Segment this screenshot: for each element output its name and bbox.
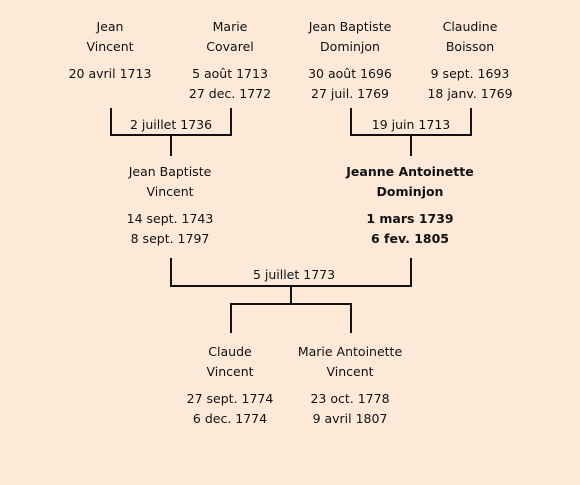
- birth-date: 27 sept. 1774: [186, 391, 274, 406]
- given-name: Jean Baptiste: [128, 164, 212, 179]
- surname: Vincent: [326, 364, 374, 379]
- connector-line: [410, 134, 412, 156]
- surname: Dominjon: [320, 39, 380, 54]
- surname: Vincent: [146, 184, 194, 199]
- connector-line: [350, 108, 352, 136]
- given-name: Marie: [212, 19, 248, 34]
- person-jeanne-antoinette-dominjon: Jeanne Antoinette Dominjon 1 mars 1739 6…: [340, 162, 480, 249]
- marriage-date: 19 juin 1713: [364, 117, 458, 133]
- connector-line: [110, 108, 112, 136]
- surname: Vincent: [206, 364, 254, 379]
- surname: Vincent: [86, 39, 134, 54]
- death-date: 18 janv. 1769: [427, 86, 513, 101]
- person-jean-vincent: Jean Vincent 20 avril 1713: [40, 17, 180, 84]
- connector-line: [230, 303, 352, 305]
- birth-date: 20 avril 1713: [68, 66, 152, 81]
- given-name: Jean: [96, 19, 124, 34]
- death-date: 6 dec. 1774: [192, 411, 268, 426]
- death-date: 8 sept. 1797: [130, 231, 210, 246]
- person-jean-baptiste-vincent: Jean Baptiste Vincent 14 sept. 1743 8 se…: [100, 162, 240, 249]
- surname: Covarel: [206, 39, 254, 54]
- connector-line: [170, 258, 172, 287]
- connector-line: [170, 134, 172, 156]
- death-date: 6 fev. 1805: [371, 231, 449, 246]
- marriage-date: 2 juillet 1736: [120, 117, 222, 133]
- person-claude-vincent: Claude Vincent 27 sept. 1774 6 dec. 1774: [160, 342, 300, 429]
- connector-line: [410, 258, 412, 287]
- surname: Boisson: [445, 39, 495, 54]
- connector-line: [230, 108, 232, 136]
- given-name: Claudine: [442, 19, 498, 34]
- given-name: Jean Baptiste: [308, 19, 392, 34]
- birth-date: 5 août 1713: [192, 66, 268, 81]
- death-date: 27 juil. 1769: [311, 86, 389, 101]
- birth-date: 14 sept. 1743: [126, 211, 214, 226]
- marriage-date: 5 juillet 1773: [240, 267, 348, 283]
- birth-date: 30 août 1696: [308, 66, 392, 81]
- birth-date: 23 oct. 1778: [310, 391, 390, 406]
- death-date: 9 avril 1807: [312, 411, 388, 426]
- given-name: Claude: [208, 344, 252, 359]
- birth-date: 1 mars 1739: [366, 211, 454, 226]
- person-marie-antoinette-vincent: Marie Antoinette Vincent 23 oct. 1778 9 …: [280, 342, 420, 429]
- connector-line: [350, 303, 352, 333]
- connector-line: [290, 285, 292, 305]
- surname: Dominjon: [376, 184, 444, 199]
- given-name: Marie Antoinette: [297, 344, 403, 359]
- connector-line: [230, 303, 232, 333]
- person-marie-covarel: Marie Covarel 5 août 1713 27 dec. 1772: [160, 17, 300, 104]
- birth-date: 9 sept. 1693: [430, 66, 510, 81]
- connector-line: [470, 108, 472, 136]
- person-claudine-boisson: Claudine Boisson 9 sept. 1693 18 janv. 1…: [400, 17, 540, 104]
- given-name: Jeanne Antoinette: [346, 164, 474, 179]
- person-jean-baptiste-dominjon: Jean Baptiste Dominjon 30 août 1696 27 j…: [280, 17, 420, 104]
- death-date: 27 dec. 1772: [188, 86, 272, 101]
